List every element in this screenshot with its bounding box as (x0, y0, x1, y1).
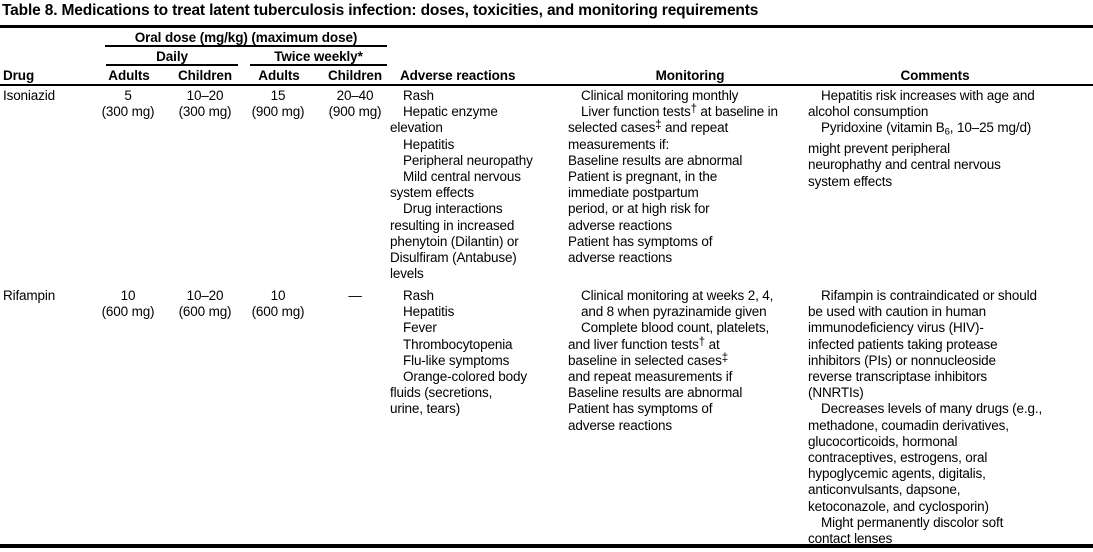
text-line: Patient has symptoms of (568, 233, 713, 249)
text-line: Pyridoxine (vitamin B6, 10–25 mg/d) (821, 120, 1032, 139)
cell-drug-name: Isoniazid (3, 88, 55, 103)
text-line: Hepatitis (403, 304, 455, 320)
text-line: Hepatitis (403, 136, 455, 152)
text-line: Thrombocytopenia (403, 336, 513, 352)
text-line: Peripheral neuropathy (403, 152, 533, 168)
text-line: be used with caution in human (808, 304, 987, 320)
table-bottom-rule (0, 544, 1093, 548)
text-line: Disulfiram (Antabuse) (390, 250, 517, 266)
cell-drug-name: Rifampin (3, 288, 56, 303)
column-header-daily-children: Children (178, 68, 232, 83)
text-line: Patient is pregnant, in the (568, 169, 718, 185)
text-line: and 8 when pyrazinamide given (581, 304, 767, 320)
cell-daily-children: 10–20(300 mg) (178, 88, 232, 120)
column-group-header-oral-dose: Oral dose (mg/kg) (maximum dose) (134, 30, 358, 45)
text-line: Mild central nervous (403, 169, 521, 185)
text-line: Rifampin is contraindicated or should (821, 288, 1037, 303)
text-line: Hepatitis risk increases with age and (821, 88, 1035, 103)
text-line: and repeat measurements if (568, 369, 733, 385)
column-header-comments: Comments (900, 68, 970, 83)
text-line: system effects (808, 173, 892, 189)
cell-twice-adults: 10(600 mg) (251, 288, 305, 320)
text-line: reverse transcriptase inhibitors (808, 369, 988, 385)
twice-weekly-group-rule (250, 64, 387, 66)
text-line: adverse reactions (568, 417, 673, 433)
text-line: neurophathy and central nervous (808, 157, 1001, 173)
text-line: infected patients taking protease (808, 336, 998, 352)
text-line: Decreases levels of many drugs (e.g., (821, 401, 1043, 417)
text-line: period, or at high risk for (568, 201, 710, 217)
text-line: resulting in increased (390, 217, 515, 233)
text-line: adverse reactions (568, 217, 673, 233)
text-line: levels (390, 266, 424, 282)
table-top-rule (0, 25, 1093, 28)
cell-twice-children: — (348, 288, 362, 303)
text-line: Orange-colored body (403, 369, 527, 385)
column-header-adverse-reactions: Adverse reactions (400, 68, 516, 83)
text-line: Rash (403, 88, 434, 103)
table-title: Table 8. Medications to treat latent tub… (2, 2, 759, 19)
text-line: fluids (secretions, (390, 385, 493, 401)
text-line: Fever (403, 320, 437, 336)
text-line: ketoconazole, and cyclosporin) (808, 498, 989, 514)
text-line: Might permanently discolor soft (821, 514, 1004, 530)
cell-daily-adults: 5(300 mg) (101, 88, 155, 120)
cell-daily-adults: 10(600 mg) (101, 288, 155, 320)
column-header-twice-adults: Adults (258, 68, 300, 83)
text-line: (NNRTIs) (808, 385, 864, 401)
cell-monitoring: Clinical monitoring at weeks 2, 4,and 8 … (568, 288, 819, 434)
text-line: selected cases‡ and repeat (568, 119, 729, 136)
text-line: Clinical monitoring monthly (581, 88, 739, 103)
text-line: methadone, coumadin derivatives, (808, 417, 1009, 433)
text-line: alcohol consumption (808, 104, 929, 120)
text-line: measurements if: (568, 136, 670, 152)
text-line: baseline in selected cases‡ (568, 352, 728, 368)
text-line: Rash (403, 288, 434, 303)
text-line: immediate postpartum (568, 185, 699, 201)
text-line: contraceptives, estrogens, oral (808, 450, 988, 466)
text-line: Flu-like symptoms (403, 352, 510, 368)
column-header-monitoring: Monitoring (655, 68, 725, 83)
text-line: inhibitors (PIs) or nonnucleoside (808, 352, 996, 368)
column-header-drug: Drug (3, 68, 35, 83)
cell-twice-children: 20–40(900 mg) (328, 88, 382, 120)
text-line: urine, tears) (390, 401, 461, 417)
text-line: immunodeficiency virus (HIV)- (808, 320, 984, 336)
text-line: glucocorticoids, hormonal (808, 433, 958, 449)
header-bottom-rule (0, 84, 1093, 86)
text-line: Drug interactions (403, 201, 503, 217)
cell-daily-children: 10–20(600 mg) (178, 288, 232, 320)
text-line: Baseline results are abnormal (568, 152, 743, 168)
text-line: Patient has symptoms of (568, 401, 713, 417)
daily-group-rule (106, 64, 238, 66)
text-line: phenytoin (Dilantin) or (390, 233, 519, 249)
text-line: Hepatic enzyme (403, 104, 498, 120)
oral-dose-group-rule (105, 45, 387, 47)
text-line: contact lenses (808, 531, 893, 547)
text-line: system effects (390, 185, 474, 201)
text-line: elevation (390, 120, 443, 136)
text-line: Complete blood count, platelets, (581, 320, 770, 336)
text-line: Liver function tests† at baseline in (581, 103, 778, 120)
text-line: Baseline results are abnormal (568, 385, 743, 401)
text-line: hypoglycemic agents, digitalis, (808, 466, 986, 482)
column-group-header-daily: Daily (156, 49, 188, 64)
text-line: anticonvulsants, dapsone, (808, 482, 961, 498)
cell-twice-adults: 15(900 mg) (251, 88, 305, 120)
column-group-header-twice-weekly: Twice weekly* (274, 49, 363, 64)
text-line: and liver function tests† at (568, 336, 720, 352)
column-header-twice-children: Children (328, 68, 382, 83)
column-header-daily-adults: Adults (108, 68, 150, 83)
text-line: might prevent peripheral (808, 141, 950, 157)
text-line: adverse reactions (568, 250, 673, 266)
text-line: Clinical monitoring at weeks 2, 4, (581, 288, 774, 303)
